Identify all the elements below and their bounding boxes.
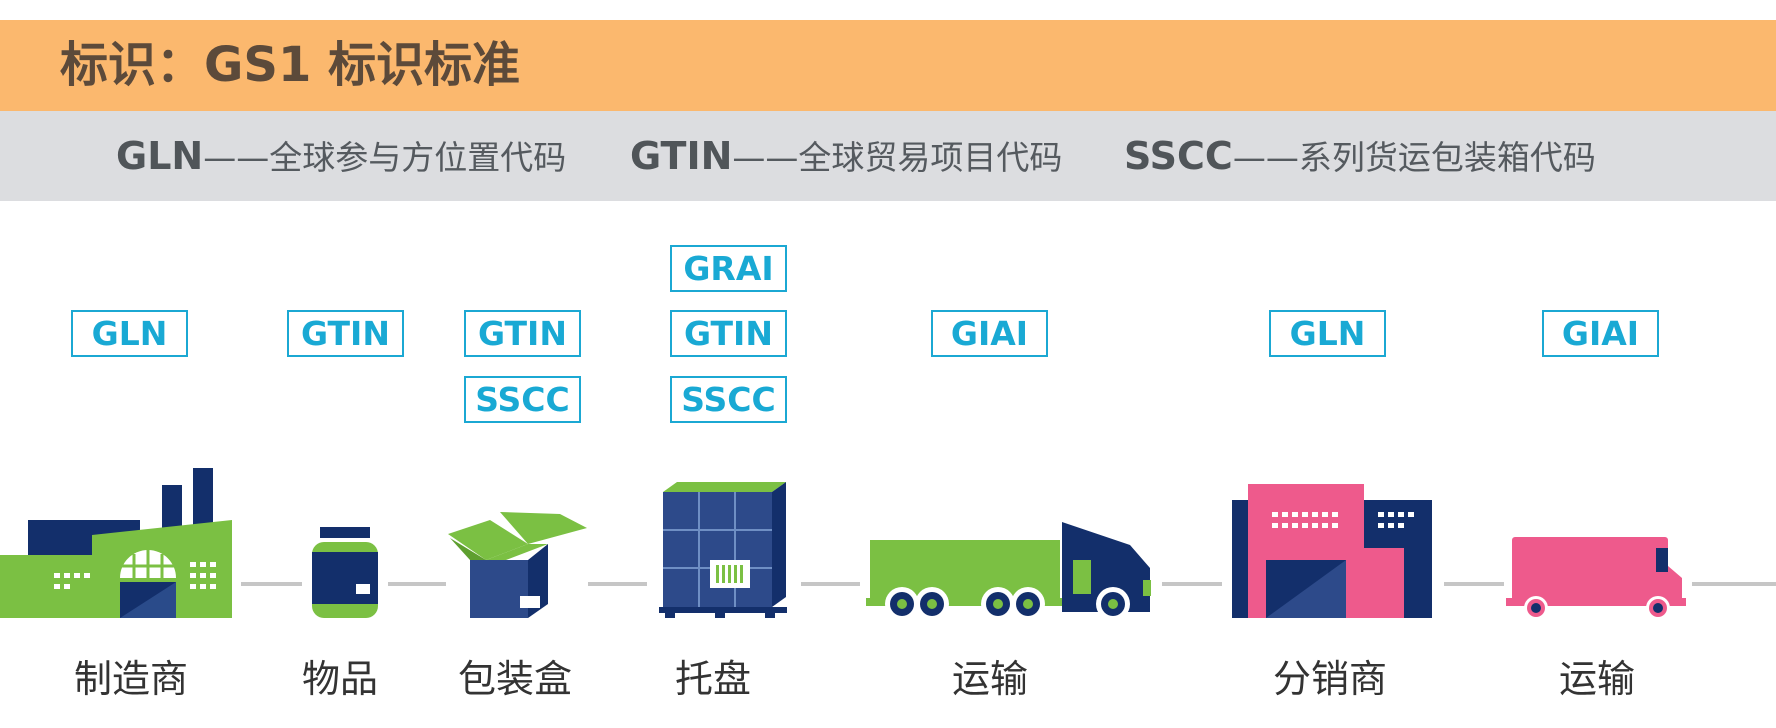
definition-gtin: GTIN——全球贸易项目代码: [630, 111, 1062, 201]
tag-box-sscc: SSCC: [464, 376, 581, 423]
package-box-icon: [448, 512, 587, 618]
definition-desc: ——全球参与方位置代码: [203, 138, 567, 177]
factory-icon: [0, 468, 232, 618]
definition-code: SSCC: [1124, 134, 1233, 178]
van-icon: [1506, 537, 1686, 620]
title-banner: 标识：GS1 标识标准: [0, 20, 1776, 111]
definition-desc: ——全球贸易项目代码: [732, 138, 1063, 177]
tag-transport2-giai: GIAI: [1542, 310, 1659, 357]
definition-gln: GLN——全球参与方位置代码: [116, 111, 566, 201]
stage-label-transport-2: 运输: [1558, 657, 1636, 701]
stage-label-box: 包装盒: [457, 657, 573, 701]
definition-desc: ——系列货运包装箱代码: [1232, 138, 1596, 177]
tag-transport-giai: GIAI: [931, 310, 1048, 357]
tag-manufacturer-gln: GLN: [71, 310, 188, 357]
tag-box-gtin: GTIN: [464, 310, 581, 357]
tag-pallet-grai: GRAI: [670, 245, 787, 292]
tag-pallet-sscc: SSCC: [670, 376, 787, 423]
tag-distributor-gln: GLN: [1269, 310, 1386, 357]
page-title: 标识：GS1 标识标准: [60, 37, 521, 93]
pallet-icon: [659, 482, 787, 618]
truck-icon: [866, 522, 1151, 621]
product-jar-icon: [312, 527, 378, 618]
stage-label-pallet: 托盘: [674, 657, 752, 701]
stage-label-item: 物品: [301, 657, 379, 701]
tag-item-gtin: GTIN: [287, 310, 404, 357]
stage-label-transport: 运输: [951, 657, 1029, 701]
stage-label-manufacturer: 制造商: [73, 657, 189, 701]
definition-code: GTIN: [630, 134, 733, 178]
stage-label-distributor: 分销商: [1272, 657, 1388, 701]
code-definitions-band: GLN——全球参与方位置代码 GTIN——全球贸易项目代码 SSCC——系列货运…: [0, 111, 1776, 201]
distributor-building-icon: [1232, 484, 1432, 618]
definition-code: GLN: [116, 134, 204, 178]
definition-sscc: SSCC——系列货运包装箱代码: [1124, 111, 1596, 201]
tag-pallet-gtin: GTIN: [670, 310, 787, 357]
